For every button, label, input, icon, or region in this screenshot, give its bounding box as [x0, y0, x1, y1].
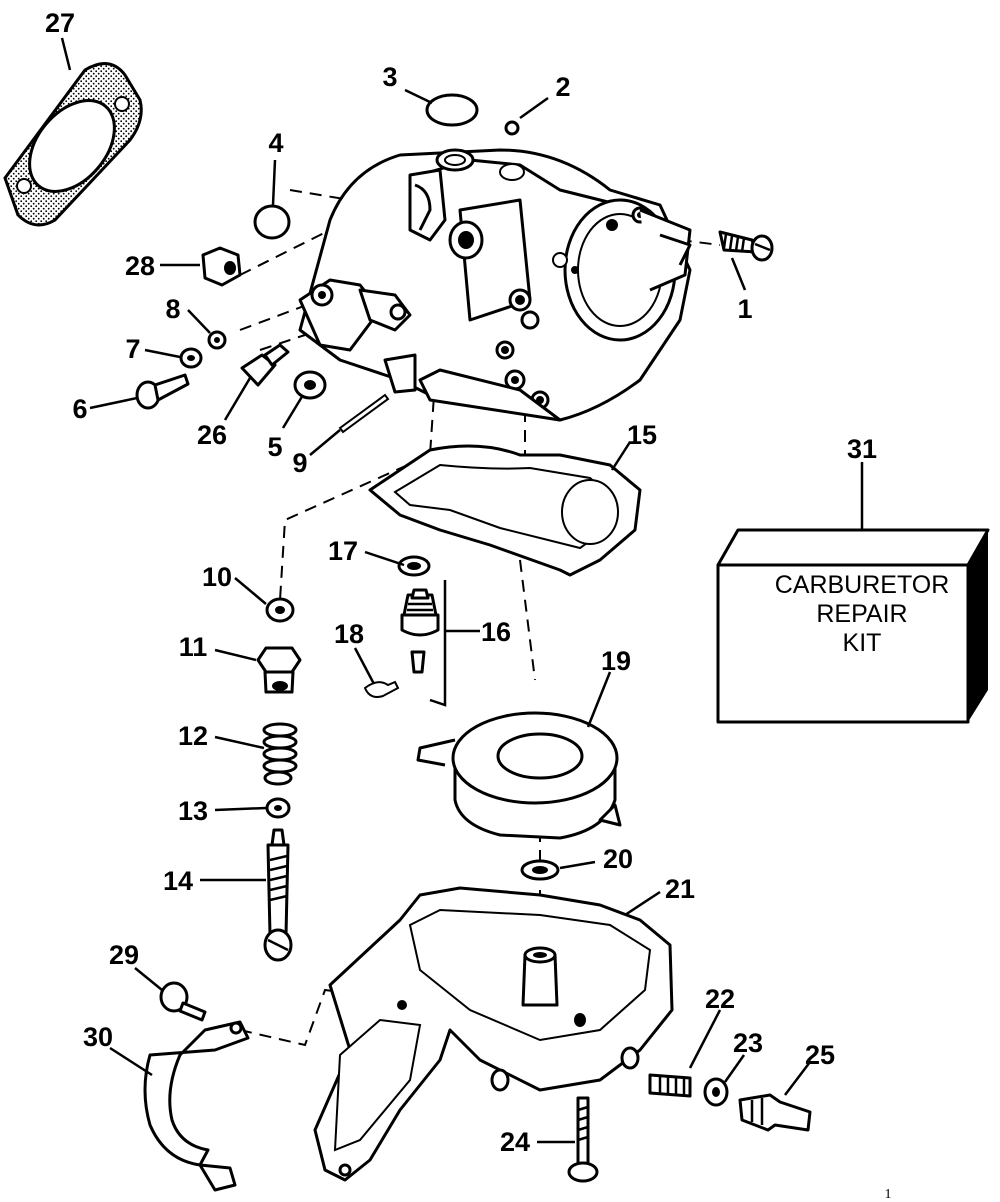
- part-23-washer: [703, 1077, 729, 1107]
- callout-5: 5: [267, 432, 282, 462]
- part-18-clip: [363, 680, 400, 698]
- callout-24: 24: [500, 1127, 530, 1157]
- part-27-flange-gasket: [3, 62, 143, 227]
- part-13-washer: [265, 797, 291, 819]
- callout-31: 31: [847, 434, 877, 464]
- part-5-washer: [293, 370, 327, 400]
- callout-17: 17: [328, 536, 358, 566]
- repair-kit-line1: CARBURETOR: [775, 571, 950, 599]
- callout-labels: 1 2 3 4 5 6 7 8 9 10 11 12 13 14 15 16 1…: [45, 8, 877, 1157]
- callout-1: 1: [737, 294, 752, 324]
- callout-16: 16: [481, 617, 511, 647]
- callout-25: 25: [805, 1040, 835, 1070]
- part-10-gasket: [265, 597, 295, 623]
- part-15-bowl-gasket: [368, 444, 642, 577]
- callout-3: 3: [382, 62, 397, 92]
- callout-22: 22: [705, 984, 735, 1014]
- callout-15: 15: [627, 420, 657, 450]
- part-1-mixture-screw: [718, 230, 774, 262]
- callout-26: 26: [197, 420, 227, 450]
- part-29-screw: [159, 981, 207, 1022]
- part-22-screw: [648, 1073, 692, 1098]
- carburetor-body: [298, 148, 692, 422]
- part-24-screw: [567, 1096, 599, 1183]
- part-12-spring: [262, 722, 298, 786]
- callout-14: 14: [163, 866, 193, 896]
- callout-2: 2: [555, 72, 570, 102]
- callout-6: 6: [72, 394, 87, 424]
- part-26-fitting: [240, 343, 290, 387]
- callout-12: 12: [178, 721, 208, 751]
- part-14-needle-valve: [263, 828, 293, 962]
- callout-9: 9: [292, 448, 307, 478]
- part-7-washer: [179, 347, 203, 369]
- part-30-clamp: [143, 1020, 250, 1192]
- callout-18: 18: [334, 619, 364, 649]
- repair-kit-line3: KIT: [843, 629, 882, 657]
- part-25-hose-fitting: [738, 1093, 812, 1132]
- callout-29: 29: [109, 940, 139, 970]
- corner-mark: 1: [885, 1187, 892, 1202]
- part-9-pin: [338, 393, 390, 434]
- leader-lines: [60, 37, 864, 1144]
- part-17-seat-gasket: [397, 555, 431, 577]
- part-6-screw: [135, 373, 190, 410]
- callout-27: 27: [45, 8, 75, 38]
- callout-28: 28: [125, 251, 155, 281]
- part-21-float-bowl: [313, 886, 674, 1182]
- part-16-needle-and-seat: [400, 580, 447, 707]
- callout-19: 19: [601, 646, 631, 676]
- callout-21: 21: [665, 874, 695, 904]
- part-8-lockwasher: [207, 330, 227, 350]
- part-11-nozzle: [256, 646, 302, 694]
- callout-7: 7: [125, 334, 140, 364]
- part-31-repair-kit-box[interactable]: CARBURETOR REPAIR KIT: [716, 528, 990, 724]
- part-2-ball: [504, 120, 520, 136]
- callout-30: 30: [83, 1022, 113, 1052]
- part-4-plug: [253, 204, 291, 240]
- part-20-washer: [520, 859, 560, 881]
- callout-11: 11: [179, 632, 208, 662]
- repair-kit-line2: REPAIR: [816, 600, 907, 628]
- part-3-welch-plug: [425, 93, 479, 127]
- callout-4: 4: [268, 128, 283, 158]
- callout-13: 13: [178, 796, 208, 826]
- callout-10: 10: [202, 562, 232, 592]
- part-28-nut: [201, 246, 242, 287]
- part-19-float: [416, 711, 622, 840]
- callout-8: 8: [165, 294, 180, 324]
- callout-23: 23: [733, 1028, 763, 1058]
- callout-20: 20: [603, 844, 633, 874]
